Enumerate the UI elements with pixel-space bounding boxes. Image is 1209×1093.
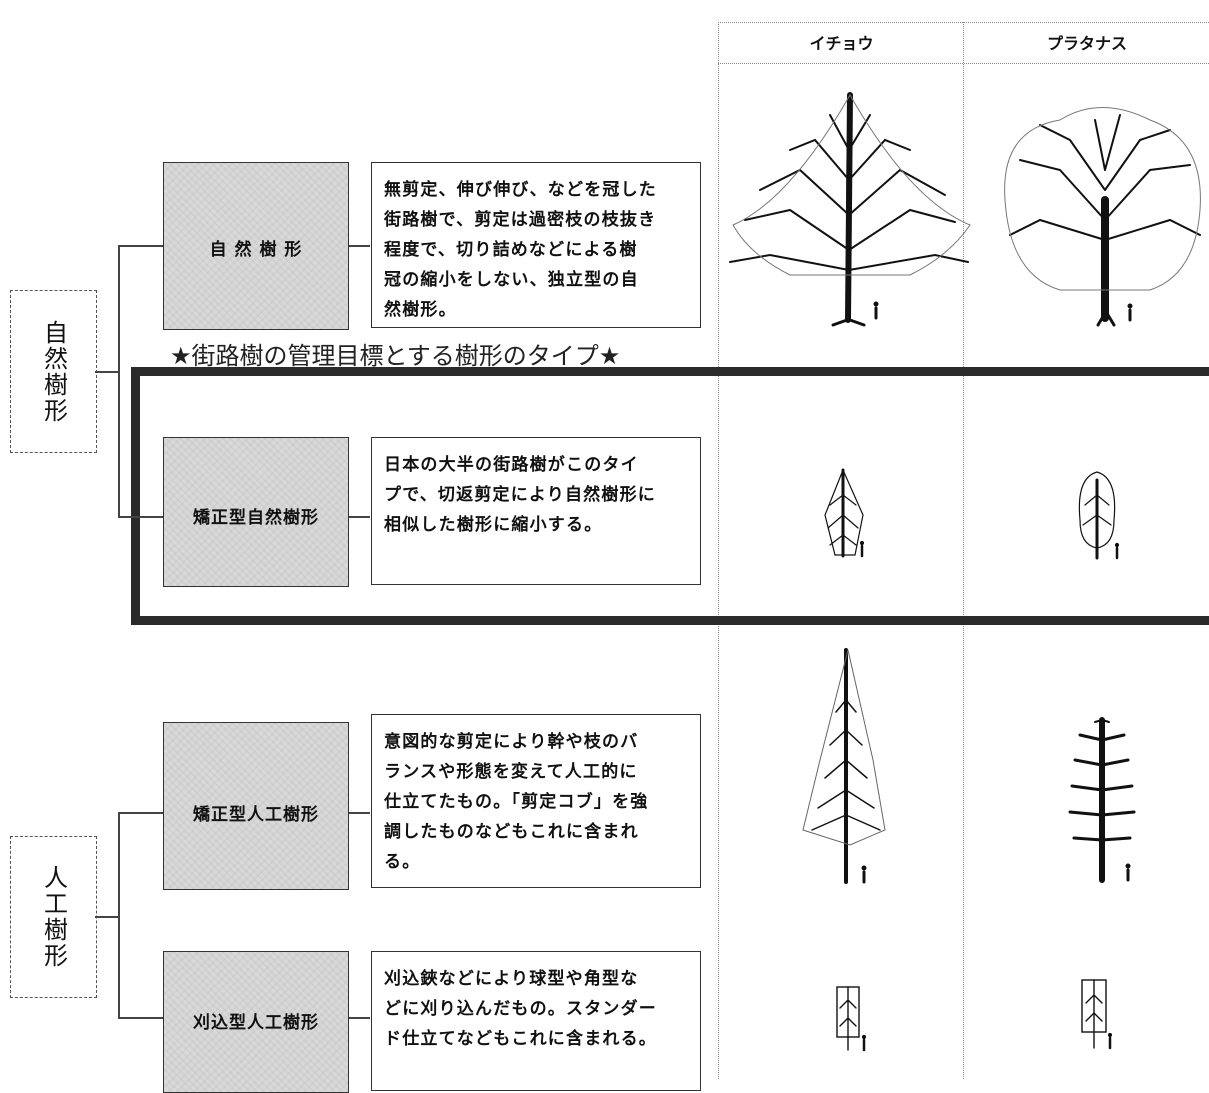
connector — [118, 812, 120, 1018]
description-line: ド仕立てなどもこれに含まれる。 — [384, 1029, 657, 1049]
connector — [95, 371, 119, 373]
platanus-corrected-tree-icon — [1078, 471, 1120, 560]
column-divider-middle — [963, 22, 964, 1079]
type-label: 矯正型人工樹形 — [193, 805, 319, 825]
column-header-platanus: プラタナス — [1046, 34, 1127, 53]
description-line: プで、切返剪定により自然樹形に — [384, 485, 656, 505]
description-line: 街路樹で、剪定は過密枝の枝抜き — [384, 210, 657, 230]
category-natural-label: 自然樹形 — [39, 319, 68, 424]
type-box-corrected-natural: 矯正型自然樹形 — [163, 437, 349, 587]
platanus-natural-tree-icon — [1004, 107, 1201, 327]
ginkgo-natural-tree-icon — [729, 92, 971, 327]
description-line: 日本の大半の街路樹がこのタイ — [384, 455, 639, 475]
description-line: 仕立てたもの。「剪定コブ」を強 — [384, 792, 649, 812]
connector — [118, 1017, 163, 1019]
type-box-corrected-artificial: 矯正型人工樹形 — [163, 722, 349, 890]
description-box: 刈込鋏などにより球型や角型な どに刈り込んだもの。スタンダー ド仕立てなどもこれ… — [371, 951, 701, 1091]
column-header-ginkgo: イチョウ — [809, 34, 874, 53]
description-box: 日本の大半の街路樹がこのタイ プで、切返剪定により自然樹形に 相似した樹形に縮小… — [371, 437, 701, 585]
connector — [118, 245, 120, 517]
platanus-artificial-tree-icon — [1068, 717, 1136, 883]
description-line: 刈込鋏などにより球型や角型な — [384, 969, 639, 989]
type-box-natural-form: 自 然 樹 形 — [163, 162, 349, 330]
category-artificial: 人工樹形 — [10, 836, 97, 998]
ginkgo-sheared-tree-icon — [836, 986, 867, 1052]
description-line: 程度で、切り詰めなどによる樹 — [384, 240, 638, 260]
connector — [348, 516, 370, 518]
description-line: ランスや形態を変えて人工的に — [384, 762, 638, 782]
type-box-sheared-artificial: 刈込型人工樹形 — [163, 951, 349, 1093]
ginkgo-artificial-tree-icon — [802, 648, 886, 884]
description-box: 意図的な剪定により幹や枝のバ ランスや形態を変えて人工的に 仕立てたもの。「剪定… — [371, 714, 701, 888]
column-divider-left — [718, 22, 719, 1079]
description-line: どに刈り込んだもの。スタンダー — [384, 999, 657, 1019]
category-artificial-label: 人工樹形 — [39, 865, 68, 969]
connector — [348, 1017, 370, 1019]
platanus-sheared-tree-icon — [1081, 979, 1113, 1050]
connector — [348, 245, 370, 247]
connector — [348, 812, 370, 814]
connector — [118, 245, 163, 247]
description-line: 相似した樹形に縮小する。 — [384, 515, 603, 535]
type-label: 自 然 樹 形 — [209, 240, 303, 260]
description-line: 然樹形。 — [384, 300, 457, 320]
connector — [95, 916, 119, 918]
ginkgo-corrected-tree-icon — [824, 468, 865, 558]
category-natural: 自然樹形 — [10, 290, 97, 453]
connector — [118, 812, 163, 814]
connector — [118, 516, 163, 518]
description-line: 冠の縮小をしない、独立型の自 — [384, 270, 639, 290]
description-line: る。 — [384, 852, 421, 872]
type-label: 矯正型自然樹形 — [193, 508, 319, 528]
management-target-frame — [131, 367, 1209, 625]
description-line: 調したものなどもこれに含まれ — [384, 822, 639, 842]
description-box: 無剪定、伸び伸び、などを冠した 街路樹で、剪定は過密枝の枝抜き 程度で、切り詰め… — [371, 162, 701, 328]
section-banner: ★街路樹の管理目標とする樹形のタイプ★ — [170, 342, 621, 370]
description-line: 無剪定、伸び伸び、などを冠した — [384, 180, 657, 200]
type-label: 刈込型人工樹形 — [193, 1013, 319, 1033]
description-line: 意図的な剪定により幹や枝のバ — [384, 732, 639, 752]
